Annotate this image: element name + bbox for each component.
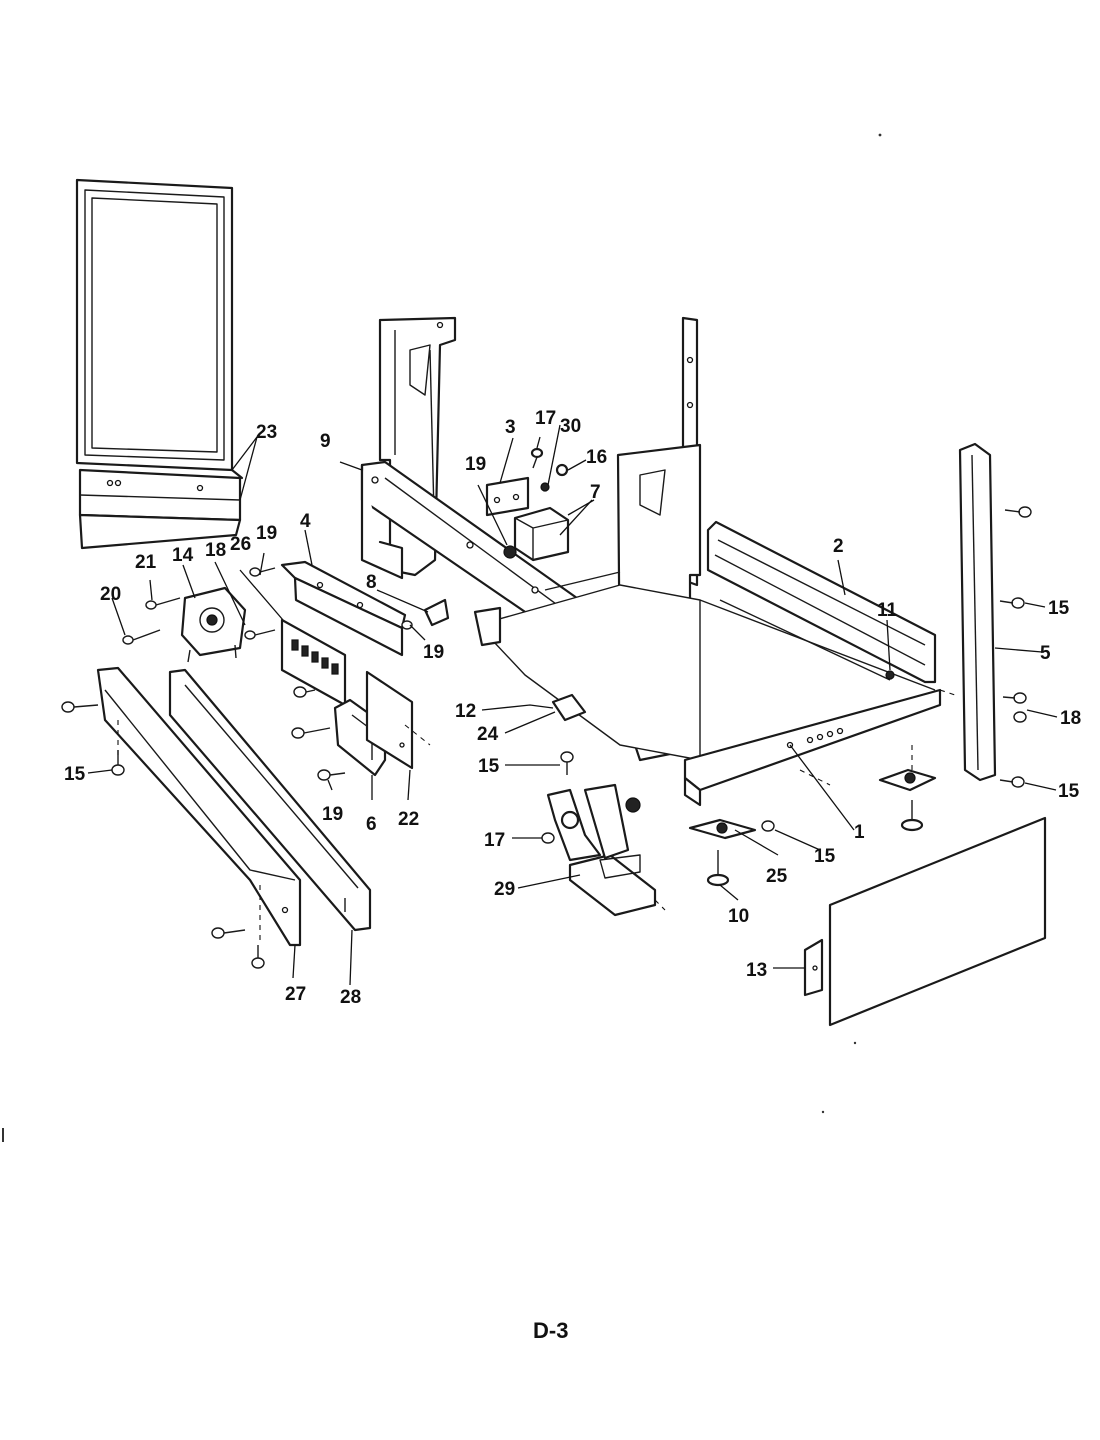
callout-28: 28 [340,987,361,1008]
plate-22 [365,670,414,770]
callout-18-right: 18 [1060,708,1081,729]
callout-16: 16 [586,447,607,468]
toe-kick-plate-13 [803,816,1047,1027]
callout-19-lower: 19 [322,804,343,825]
clip-8 [423,598,450,627]
clip-24 [551,693,587,722]
rear-rail-2 [706,520,937,684]
switch-7 [503,506,570,562]
leveler-bracket-right [878,768,937,792]
door-panel-23 [75,178,244,550]
callout-2: 2 [833,536,844,557]
leg-screw-10 [706,850,730,887]
control-bracket-4 [280,560,407,657]
callout-13: 13 [746,960,767,981]
side-rail-5 [958,442,997,782]
terminal-block-26 [280,618,347,707]
callout-17-lower: 17 [484,830,505,851]
callout-15-right-lower: 15 [1058,781,1080,802]
callout-18-left: 18 [205,540,226,561]
callout-4: 4 [300,511,311,532]
callout-22: 22 [398,809,419,830]
callout-26: 26 [230,534,251,555]
leveler-bracket-25 [688,818,757,840]
alignment-lines [117,689,956,945]
callout-11: 11 [877,600,898,621]
callout-23: 23 [256,422,277,443]
callout-19-upper: 19 [465,454,486,475]
callout-21: 21 [135,552,157,573]
callout-6: 6 [366,814,377,835]
callout-1: 1 [854,822,865,843]
bottom-rail-1 [683,688,942,807]
callout-20: 20 [100,584,121,605]
nut-11 [885,670,895,680]
callout-3: 3 [505,417,516,438]
callout-17-upper: 17 [535,408,556,429]
callout-24: 24 [477,724,499,745]
callout-8: 8 [366,572,377,593]
callout-30: 30 [560,416,581,437]
leg-screw-right [900,800,924,832]
callout-9: 9 [320,431,331,452]
hinge-assembly-29 [546,783,657,917]
callout-15-hinge: 15 [814,846,836,867]
callout-27: 27 [285,984,306,1005]
callout-5: 5 [1040,643,1051,664]
callout-12: 12 [455,701,476,722]
screw-16-top [540,463,569,492]
callout-15-right-upper: 15 [1048,598,1070,619]
page-label: D-3 [533,1318,568,1343]
selector-switch-14 [180,586,247,663]
callout-29: 29 [494,879,515,900]
leader-lines [87,424,1058,986]
scan-specks [2,133,882,1142]
screw-set [61,506,1032,969]
callout-19-mid: 19 [256,523,277,544]
bracket-3 [485,476,530,517]
callout-7: 7 [590,482,601,503]
callouts: 23 9 19 3 17 30 16 7 2 4 26 19 18 14 21 … [64,408,1081,1008]
callout-15-center: 15 [478,756,500,777]
rail-28 [168,668,372,932]
callout-15-left: 15 [64,764,86,785]
callout-19-right: 19 [423,642,444,663]
callout-25: 25 [766,866,788,887]
callout-10: 10 [728,906,749,927]
screw-17-top [530,447,544,469]
callout-14: 14 [172,545,194,566]
